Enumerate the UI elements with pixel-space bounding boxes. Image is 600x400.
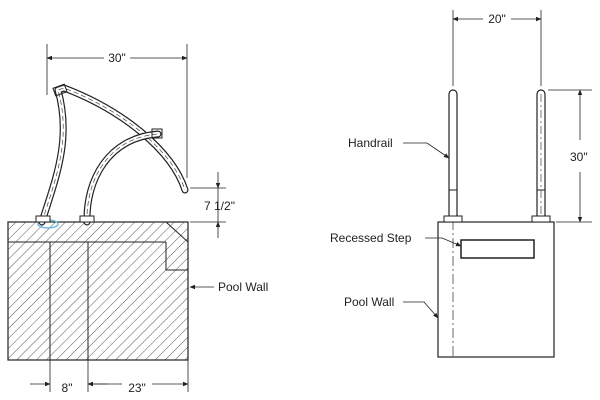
- dim-bottom-23-label: 23": [128, 381, 146, 395]
- pool-wall-label-right: Pool Wall: [344, 295, 394, 309]
- handrail-post-right: [531, 89, 551, 223]
- dimension-top-right: 20": [452, 10, 542, 86]
- pool-wall-section: [7, 219, 189, 361]
- dimension-side-left: 7 1/2": [190, 172, 235, 238]
- handrail-label: Handrail: [348, 136, 393, 150]
- pool-wall-callout-left: Pool Wall: [189, 280, 268, 294]
- dim-top-right-label: 20": [488, 12, 506, 26]
- pool-wall-label-left: Pool Wall: [218, 280, 268, 294]
- front-elevation-view: 20" 30" Handrail Recessed Step Pool Wall: [330, 10, 592, 358]
- dim-side-right-label: 30": [570, 150, 588, 164]
- base-plate-left-2: [79, 215, 95, 223]
- dimension-top-left: 30": [46, 44, 188, 178]
- recessed-step: [460, 239, 535, 259]
- dim-top-left-label: 30": [108, 51, 126, 65]
- dimension-bottom-left: 8" 23": [30, 360, 189, 395]
- inner-handrail-side: [83, 128, 163, 226]
- recessed-step-callout: Recessed Step: [330, 231, 462, 247]
- side-elevation-view: 30" 7 1/2" 8" 23" Pool Wall: [7, 44, 268, 395]
- outer-handrail-side: [38, 83, 189, 226]
- dimension-side-right: 30": [548, 89, 592, 223]
- recessed-step-label: Recessed Step: [330, 231, 412, 245]
- dim-side-left-label: 7 1/2": [204, 199, 235, 213]
- handrail-callout: Handrail: [348, 136, 450, 159]
- pool-wall-callout-right: Pool Wall: [344, 295, 439, 319]
- handrail-post-left: [443, 89, 463, 223]
- dim-bottom-8-label: 8": [62, 381, 73, 395]
- base-plate-left-1: [35, 215, 51, 223]
